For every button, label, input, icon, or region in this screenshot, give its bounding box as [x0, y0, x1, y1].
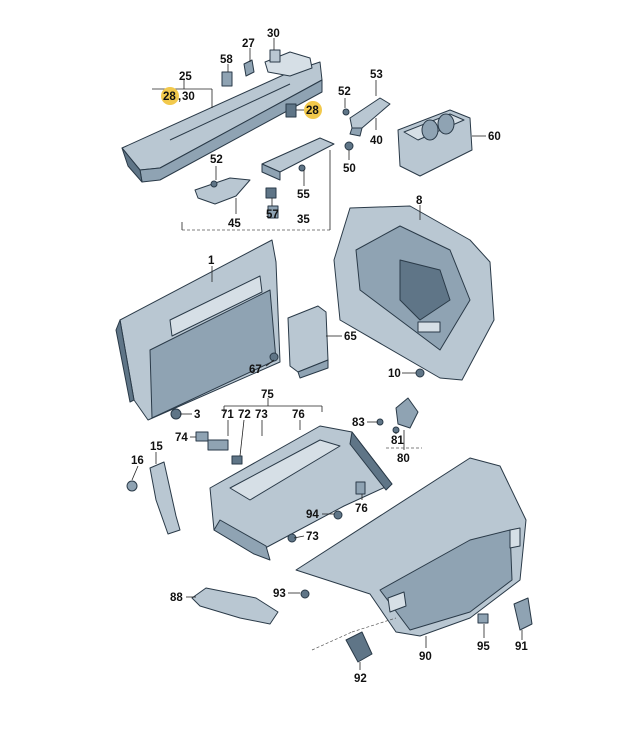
callout-27[interactable]: 27 — [242, 38, 255, 50]
callout-1[interactable]: 1 — [208, 255, 215, 267]
callout-35[interactable]: 35 — [297, 214, 310, 226]
callout-76-top[interactable]: 76 — [292, 409, 305, 421]
leader-lines — [131, 38, 523, 670]
rear-panel-part — [115, 239, 281, 421]
callout-60[interactable]: 60 — [488, 131, 501, 143]
sill-trim-parts — [194, 137, 335, 219]
upper-trim-rail-part — [121, 51, 323, 183]
side-trim-part — [333, 205, 495, 381]
callout-73-top[interactable]: 73 — [255, 409, 268, 421]
callout-3[interactable]: 3 — [194, 409, 200, 421]
callout-72[interactable]: 72 — [238, 409, 251, 421]
small-fastener-parts-left — [126, 408, 182, 535]
callout-90[interactable]: 90 — [419, 651, 432, 663]
side-trim-strip-part — [342, 97, 391, 151]
callout-75[interactable]: 75 — [261, 389, 274, 401]
trunk-lid-trim-part — [295, 457, 527, 637]
callout-30-top[interactable]: 30 — [267, 28, 280, 40]
callout-67[interactable]: 67 — [249, 364, 262, 376]
callout-55[interactable]: 55 — [297, 189, 310, 201]
callout-83[interactable]: 83 — [352, 417, 365, 429]
callout-30-left[interactable]: 30 — [182, 91, 195, 103]
floor-cover-part — [195, 425, 393, 561]
callout-74[interactable]: 74 — [175, 432, 188, 444]
highlight-marker-28-left — [161, 87, 179, 105]
callout-28-left[interactable]: 28 — [163, 91, 176, 103]
callout-95[interactable]: 95 — [477, 641, 490, 653]
callout-52-left[interactable]: 52 — [210, 154, 223, 166]
cover-housing-part — [397, 109, 473, 177]
callout-dot: , — [178, 91, 181, 103]
callout-16[interactable]: 16 — [131, 455, 144, 467]
callout-45[interactable]: 45 — [228, 218, 241, 230]
callout-40[interactable]: 40 — [370, 135, 383, 147]
callout-52-right[interactable]: 52 — [338, 86, 351, 98]
callout-28-right[interactable]: 28 — [306, 105, 319, 117]
callout-94[interactable]: 94 — [306, 509, 319, 521]
callout-91[interactable]: 91 — [515, 641, 528, 653]
callout-71[interactable]: 71 — [221, 409, 234, 421]
callout-73-bottom[interactable]: 73 — [306, 531, 319, 543]
callout-50[interactable]: 50 — [343, 163, 356, 175]
callout-88[interactable]: 88 — [170, 592, 183, 604]
lower-small-parts — [191, 587, 533, 663]
callout-65[interactable]: 65 — [344, 331, 357, 343]
callout-92[interactable]: 92 — [354, 673, 367, 685]
callout-15[interactable]: 15 — [150, 441, 163, 453]
callout-81[interactable]: 81 — [391, 435, 404, 447]
callout-53[interactable]: 53 — [370, 69, 383, 81]
clip-parts-top — [221, 49, 297, 118]
callout-80[interactable]: 80 — [397, 453, 410, 465]
callout-25[interactable]: 25 — [179, 71, 192, 83]
callout-8[interactable]: 8 — [416, 195, 423, 207]
callout-93[interactable]: 93 — [273, 588, 286, 600]
callout-57[interactable]: 57 — [266, 209, 279, 221]
side-bracket-parts — [269, 305, 329, 379]
callout-76-bottom[interactable]: 76 — [355, 503, 368, 515]
callout-labels: 25 28 30 , 27 30 58 28 53 52 40 50 60 52… — [131, 28, 528, 685]
callout-58[interactable]: 58 — [220, 54, 233, 66]
highlight-marker-28-right — [304, 101, 322, 119]
latch-parts — [376, 397, 419, 434]
callout-10[interactable]: 10 — [388, 368, 401, 380]
